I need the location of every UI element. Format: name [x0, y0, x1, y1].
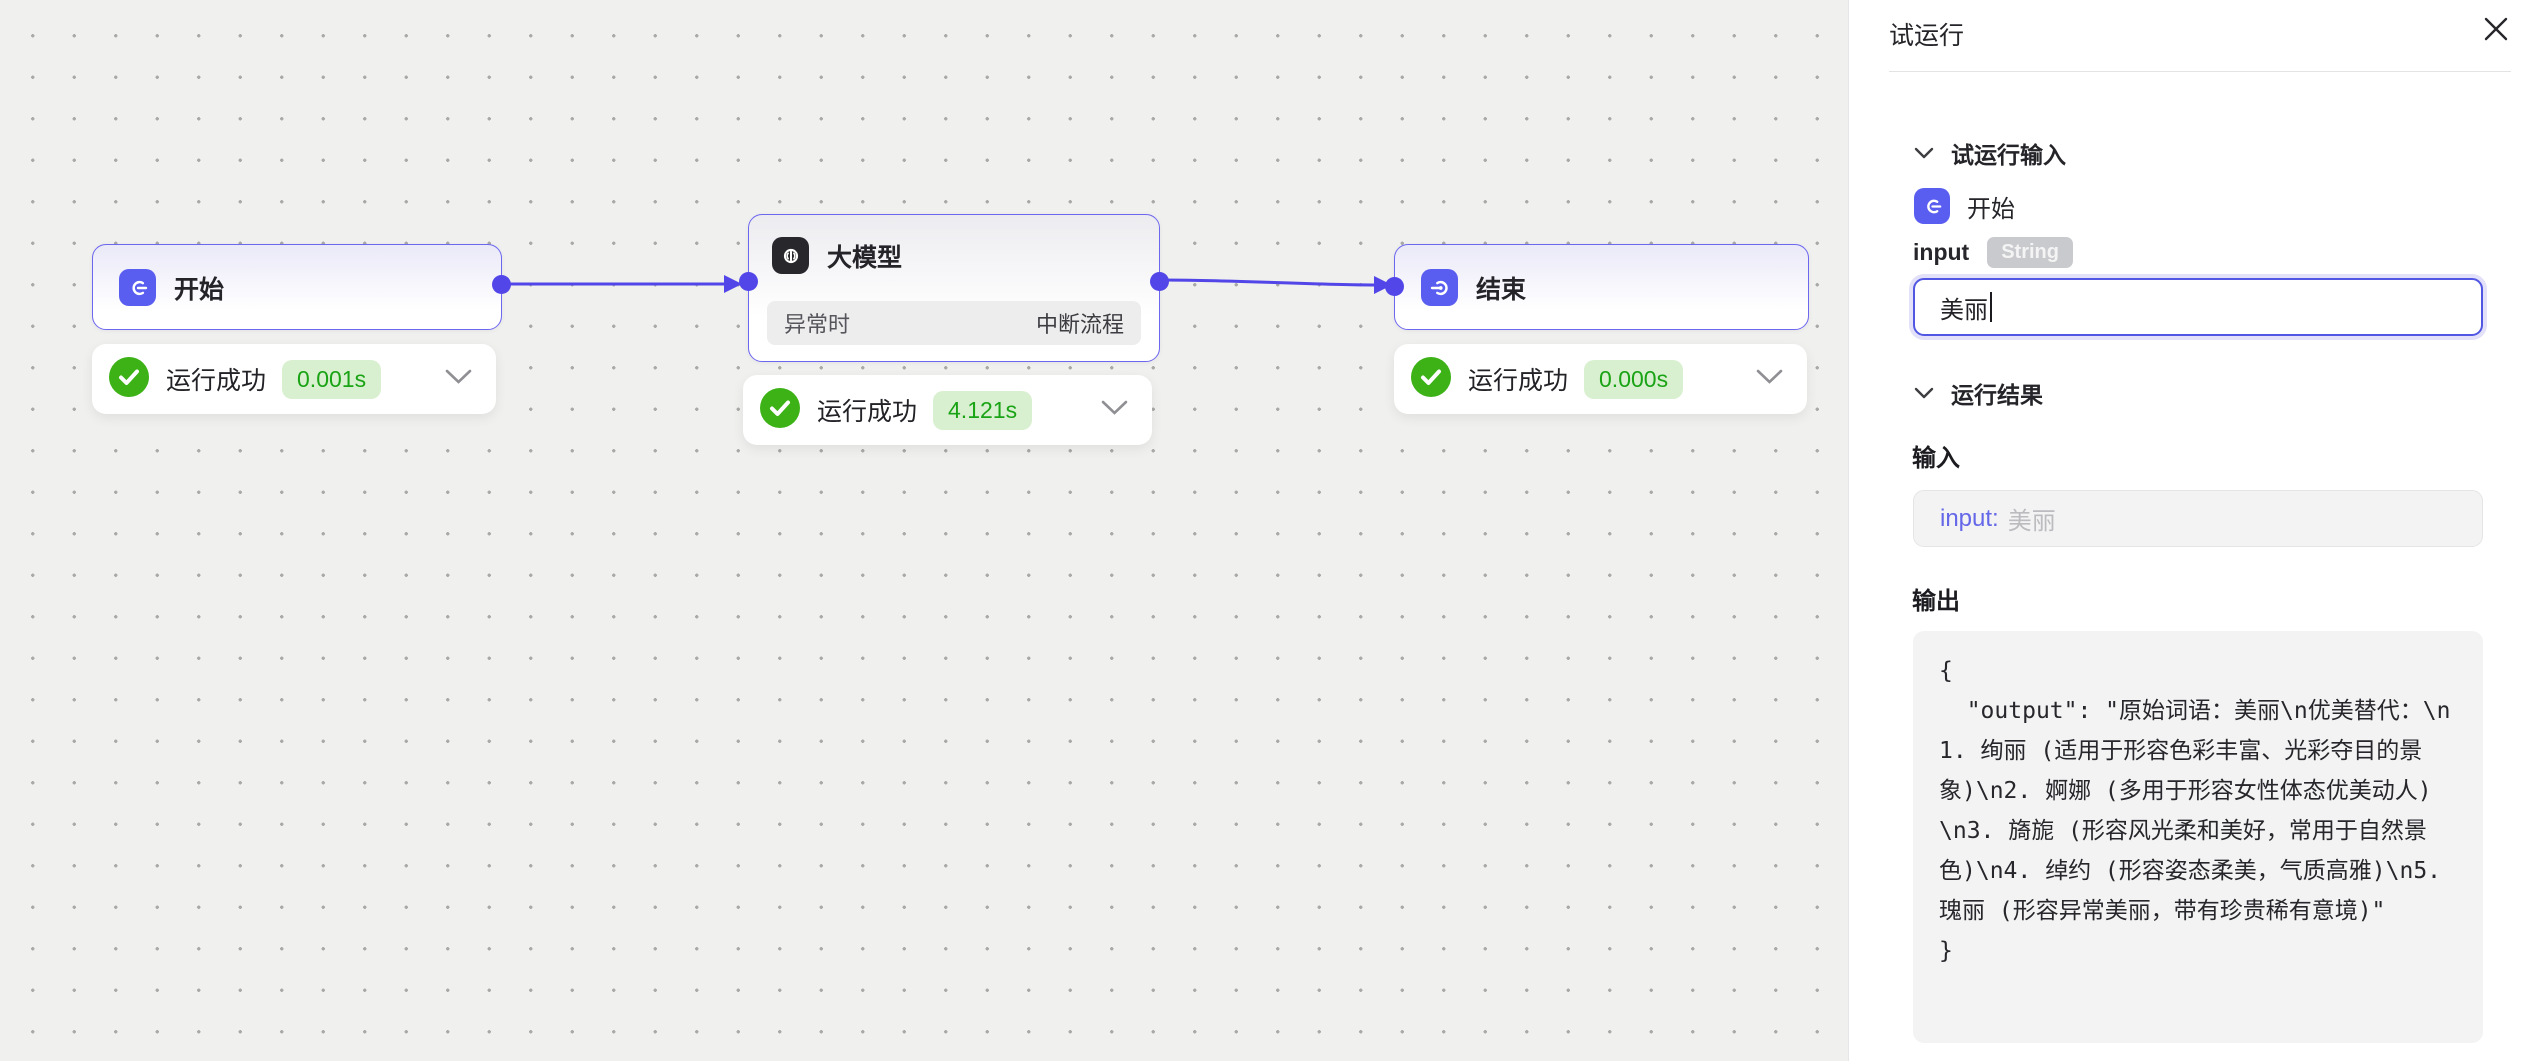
success-check-icon: [109, 356, 149, 402]
chevron-down-icon[interactable]: [445, 369, 472, 389]
run-result-section-title: 运行结果: [1951, 382, 2043, 408]
start-icon: [1914, 188, 1950, 224]
result-output-json: { "output": "原始词语：美丽\n优美替代：\n1. 绚丽 (适用于形…: [1913, 631, 2483, 1043]
start-duration-badge: 0.001s: [282, 359, 382, 399]
field-type-badge: String: [1987, 237, 2073, 268]
input-field-label-row: input String: [1913, 237, 2073, 268]
end-node[interactable]: 结束: [1385, 244, 1809, 330]
exception-action-value: 中断流程: [1035, 312, 1124, 337]
chevron-down-icon: [1914, 387, 1934, 399]
start-status-pill[interactable]: 运行成功 0.001s: [92, 344, 496, 414]
result-input-heading: 输入: [1912, 445, 1960, 472]
text-cursor: [1990, 292, 1992, 322]
start-icon: [119, 269, 156, 306]
llm-status-label: 运行成功: [817, 398, 918, 426]
start-output-port[interactable]: [492, 275, 511, 294]
run-input-field[interactable]: 美丽: [1913, 278, 2483, 336]
run-result-section-header[interactable]: 运行结果: [1914, 376, 2043, 410]
end-icon: [1421, 269, 1458, 306]
panel-title: 试运行: [1889, 22, 1965, 50]
success-check-icon: [760, 387, 800, 433]
llm-node-title: 大模型: [827, 243, 903, 272]
result-output-heading: 输出: [1912, 588, 1960, 615]
llm-model-icon: [772, 237, 809, 274]
llm-input-port[interactable]: [739, 272, 758, 291]
close-button[interactable]: [2479, 12, 2513, 46]
chevron-down-icon[interactable]: [1101, 400, 1128, 420]
end-duration-badge: 0.000s: [1584, 359, 1684, 399]
chevron-down-icon: [1914, 147, 1934, 159]
panel-divider: [1889, 71, 2511, 72]
start-node-title: 开始: [174, 275, 225, 304]
edge-llm-to-end[interactable]: [1160, 278, 1377, 287]
end-input-port[interactable]: [1385, 277, 1404, 296]
chevron-down-icon[interactable]: [1756, 369, 1783, 389]
end-node-header: 结束: [1395, 245, 1808, 306]
input-field-name: input: [1913, 239, 1970, 265]
trial-run-panel: 试运行 试运行输入 开始 input String: [1848, 0, 2541, 1061]
close-icon: [2484, 17, 2508, 41]
result-input-summary: input: 美丽: [1913, 490, 2483, 547]
end-node-title: 结束: [1476, 275, 1527, 304]
workflow-canvas[interactable]: 开始 运行成功 0.001s: [0, 0, 1848, 1061]
llm-node[interactable]: 大模型 异常时 中断流程: [739, 214, 1169, 362]
end-status-label: 运行成功: [1468, 367, 1569, 395]
llm-status-pill[interactable]: 运行成功 4.121s: [743, 375, 1152, 445]
start-status-label: 运行成功: [166, 367, 267, 395]
end-status-pill[interactable]: 运行成功 0.000s: [1394, 344, 1807, 414]
exception-when-label: 异常时: [784, 312, 851, 337]
start-node[interactable]: 开始: [92, 244, 511, 330]
panel-start-node-title: 开始: [1967, 195, 2015, 223]
summary-value: 美丽: [2007, 508, 2056, 535]
llm-duration-badge: 4.121s: [933, 390, 1033, 430]
llm-node-header: 大模型: [749, 215, 1159, 274]
summary-key: input:: [1940, 504, 1999, 532]
llm-exception-bar: 异常时 中断流程: [767, 301, 1141, 345]
panel-start-node-row: 开始: [1914, 188, 2015, 224]
run-input-value: 美丽: [1940, 296, 1988, 324]
trial-input-section-header[interactable]: 试运行输入: [1914, 136, 2066, 170]
trial-input-section-title: 试运行输入: [1951, 142, 2066, 168]
edge-layer: [505, 275, 1392, 294]
start-node-header: 开始: [93, 245, 501, 306]
success-check-icon: [1411, 356, 1451, 402]
llm-output-port[interactable]: [1150, 272, 1169, 291]
